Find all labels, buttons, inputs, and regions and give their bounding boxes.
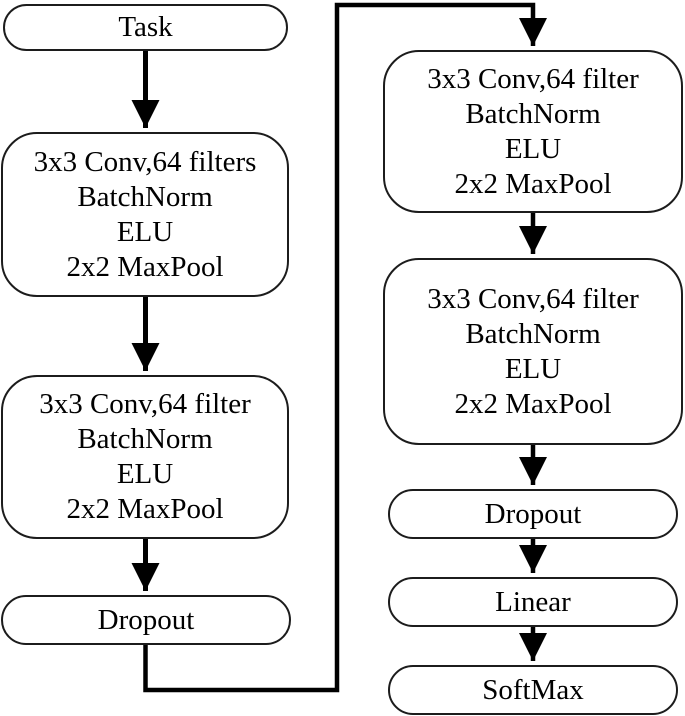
conv-block-right-1-line: BatchNorm: [465, 97, 601, 130]
node-dropout-right: Dropout: [388, 489, 678, 539]
conv-block-left-2-line: 2x2 MaxPool: [66, 493, 224, 525]
node-conv-block-right-2: 3x3 Conv,64 filter BatchNorm ELU 2x2 Max…: [383, 258, 683, 445]
conv-block-left-2-line: BatchNorm: [77, 423, 213, 455]
conv-block-left-1-line: 3x3 Conv,64 filters: [33, 145, 257, 178]
conv-block-right-1-line: 2x2 MaxPool: [454, 167, 612, 200]
node-softmax-label: SoftMax: [482, 673, 584, 706]
node-task: Task: [3, 4, 288, 51]
node-dropout-right-label: Dropout: [484, 497, 582, 530]
node-softmax: SoftMax: [388, 665, 678, 715]
node-linear-label: Linear: [495, 585, 571, 618]
conv-block-left-2-line: 3x3 Conv,64 filter: [39, 388, 251, 420]
conv-block-right-2-line: ELU: [504, 352, 562, 385]
node-linear: Linear: [388, 577, 678, 627]
connector-dropout-left-to-conv-r1: [143, 2, 547, 693]
conv-block-right-1-line: ELU: [504, 132, 562, 165]
node-dropout-left: Dropout: [1, 595, 291, 645]
conv-block-right-2-line: 2x2 MaxPool: [454, 387, 612, 420]
conv-block-right-2-line: BatchNorm: [465, 317, 601, 350]
conv-block-right-2-line: 3x3 Conv,64 filter: [427, 282, 639, 315]
node-dropout-left-label: Dropout: [97, 603, 195, 636]
node-conv-block-left-2: 3x3 Conv,64 filter BatchNorm ELU 2x2 Max…: [1, 375, 289, 539]
conv-block-right-1-line: 3x3 Conv,64 filter: [427, 62, 639, 95]
conv-block-left-2-line: ELU: [116, 458, 174, 490]
node-conv-block-right-1: 3x3 Conv,64 filter BatchNorm ELU 2x2 Max…: [383, 50, 683, 213]
conv-block-left-1-line: BatchNorm: [77, 180, 213, 213]
conv-block-left-1-line: ELU: [116, 215, 174, 248]
node-task-label: Task: [118, 11, 173, 43]
node-conv-block-left-1: 3x3 Conv,64 filters BatchNorm ELU 2x2 Ma…: [1, 132, 289, 297]
conv-block-left-1-line: 2x2 MaxPool: [66, 250, 224, 283]
